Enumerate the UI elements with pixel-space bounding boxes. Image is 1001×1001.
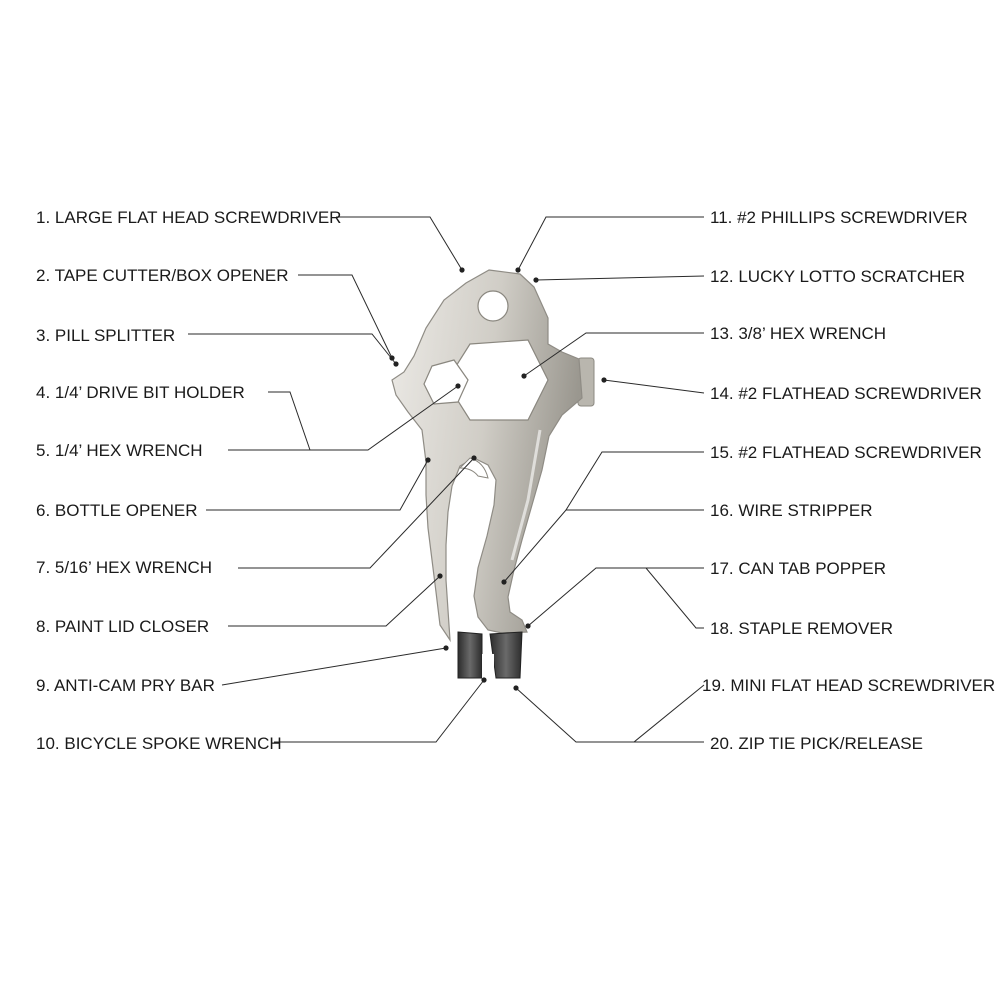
endpoint-dot-7 — [471, 455, 477, 461]
leader-line-13 — [523, 332, 704, 377]
label-6: 6. BOTTLE OPENER — [36, 501, 198, 520]
label-1: 1. LARGE FLAT HEAD SCREWDRIVER — [36, 208, 341, 227]
leader-line-15 — [565, 451, 704, 511]
leader-line-20 — [515, 687, 704, 743]
label-7: 7. 5/16’ HEX WRENCH — [36, 558, 212, 577]
leader-line-8 — [228, 575, 441, 627]
label-16: 16. WIRE STRIPPER — [710, 501, 872, 520]
label-5: 5. 1/4’ HEX WRENCH — [36, 441, 203, 460]
endpoint-dot-11 — [515, 267, 521, 273]
leader-line-10 — [274, 679, 485, 743]
callout-labels: 1. LARGE FLAT HEAD SCREWDRIVER 2. TAPE C… — [36, 208, 995, 753]
leader-line-19 — [633, 684, 705, 743]
leader-line-3 — [188, 333, 397, 365]
bottom-slot — [482, 654, 494, 680]
endpoint-dot-4 — [455, 383, 461, 389]
endpoint-dot-10 — [481, 677, 487, 683]
endpoint-dot-20 — [513, 685, 519, 691]
label-14: 14. #2 FLATHEAD SCREWDRIVER — [710, 384, 982, 403]
label-12: 12. LUCKY LOTTO SCRATCHER — [710, 267, 965, 286]
endpoint-dot-14 — [601, 377, 607, 383]
endpoint-dot-8 — [437, 573, 443, 579]
bottom-tip-right — [489, 631, 523, 679]
leader-line-17 — [527, 567, 704, 627]
endpoint-dot-13 — [521, 373, 527, 379]
label-17: 17. CAN TAB POPPER — [710, 559, 886, 578]
leader-line-14 — [603, 379, 705, 394]
leader-line-9 — [221, 647, 447, 686]
label-9: 9. ANTI-CAM PRY BAR — [36, 676, 215, 695]
lanyard-hole — [477, 290, 509, 322]
endpoint-dot-6 — [425, 457, 431, 463]
label-8: 8. PAINT LID CLOSER — [36, 617, 209, 636]
endpoint-dot-2 — [389, 355, 395, 361]
tool-highlight — [510, 429, 542, 561]
label-11: 11. #2 PHILLIPS SCREWDRIVER — [710, 208, 968, 227]
label-20: 20. ZIP TIE PICK/RELEASE — [710, 734, 923, 753]
label-2: 2. TAPE CUTTER/BOX OPENER — [36, 266, 289, 285]
label-3: 3. PILL SPLITTER — [36, 326, 175, 345]
leader-line-6 — [206, 459, 429, 511]
endpoint-dot-1 — [459, 267, 465, 273]
bottom-tip-left — [457, 631, 483, 679]
leader-lines — [188, 216, 705, 743]
label-4: 4. 1/4’ DRIVE BIT HOLDER — [36, 383, 245, 402]
label-18: 18. STAPLE REMOVER — [710, 619, 893, 638]
multitool-illustration — [391, 269, 595, 680]
label-19: 19. MINI FLAT HEAD SCREWDRIVER — [702, 676, 995, 695]
endpoint-dot-16 — [501, 579, 507, 585]
endpoint-dot-9 — [443, 645, 449, 651]
leader-line-18 — [596, 567, 704, 629]
label-13: 13. 3/8’ HEX WRENCH — [710, 324, 886, 343]
leader-line-11 — [517, 216, 704, 271]
tool-body — [391, 269, 583, 643]
leader-endpoints — [389, 267, 607, 691]
leader-line-16 — [503, 509, 704, 583]
leader-line-12 — [535, 275, 705, 281]
label-15: 15. #2 FLATHEAD SCREWDRIVER — [710, 443, 982, 462]
endpoint-dot-3 — [393, 361, 399, 367]
endpoint-dot-17 — [525, 623, 531, 629]
leader-line-7 — [238, 457, 475, 569]
bit-holder-opening — [423, 359, 469, 405]
leader-line-1 — [336, 216, 463, 271]
endpoint-dot-12 — [533, 277, 539, 283]
leader-line-2 — [298, 274, 393, 359]
label-10: 10. BICYCLE SPOKE WRENCH — [36, 734, 282, 753]
